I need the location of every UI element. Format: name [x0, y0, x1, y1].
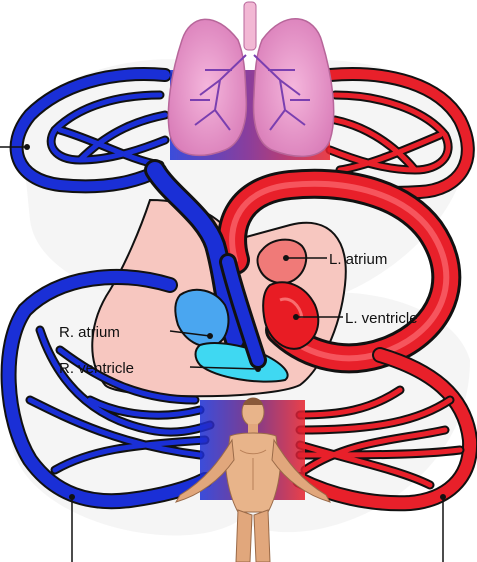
label-left-atrium: L. atrium [329, 252, 387, 267]
left-atrium [258, 240, 307, 284]
label-right-ventricle: R. ventricle [59, 361, 134, 376]
label-right-atrium: R. atrium [59, 325, 120, 340]
label-left-ventricle: L. ventricle [345, 311, 418, 326]
